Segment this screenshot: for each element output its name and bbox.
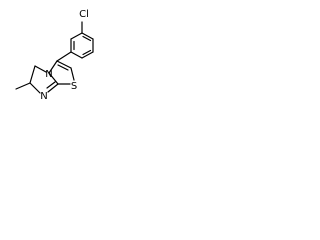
bond-c6-n7 bbox=[29, 82, 41, 94]
bond-n4-c7a bbox=[48, 72, 59, 85]
bond-ph6 bbox=[70, 32, 83, 40]
structure-svg: Cl N N S bbox=[15, 9, 94, 102]
bond-n7-c7a-double bbox=[46, 81, 56, 89]
bond-ph-double1 bbox=[82, 35, 92, 42]
chlorophenyl-ring bbox=[70, 32, 94, 59]
bond-n7-c7a bbox=[47, 83, 59, 93]
bond-ph3 bbox=[81, 51, 94, 59]
bond-methyl bbox=[15, 82, 31, 90]
bond-c5-c6 bbox=[29, 65, 36, 84]
bond-phenyl-link bbox=[56, 51, 72, 62]
bond-c3-n4 bbox=[48, 60, 58, 74]
imidazothiazole-core bbox=[15, 60, 75, 94]
chemical-structure-diagram: Cl N N S bbox=[0, 0, 104, 121]
bond-s1-c2 bbox=[70, 67, 75, 81]
bond-ph-double2 bbox=[82, 49, 92, 56]
bond-n4-c5 bbox=[34, 65, 47, 73]
bond-c2-c3-double bbox=[57, 64, 69, 71]
label-n-ring: N bbox=[40, 91, 47, 102]
bond-ph1 bbox=[81, 32, 94, 40]
bond-c2-c3 bbox=[56, 60, 72, 69]
label-cl: Cl bbox=[79, 9, 89, 20]
label-n-bridge: N bbox=[45, 69, 52, 80]
atom-labels: Cl N N S bbox=[40, 9, 89, 102]
bond-ph4 bbox=[70, 51, 83, 59]
label-s: S bbox=[71, 81, 77, 92]
